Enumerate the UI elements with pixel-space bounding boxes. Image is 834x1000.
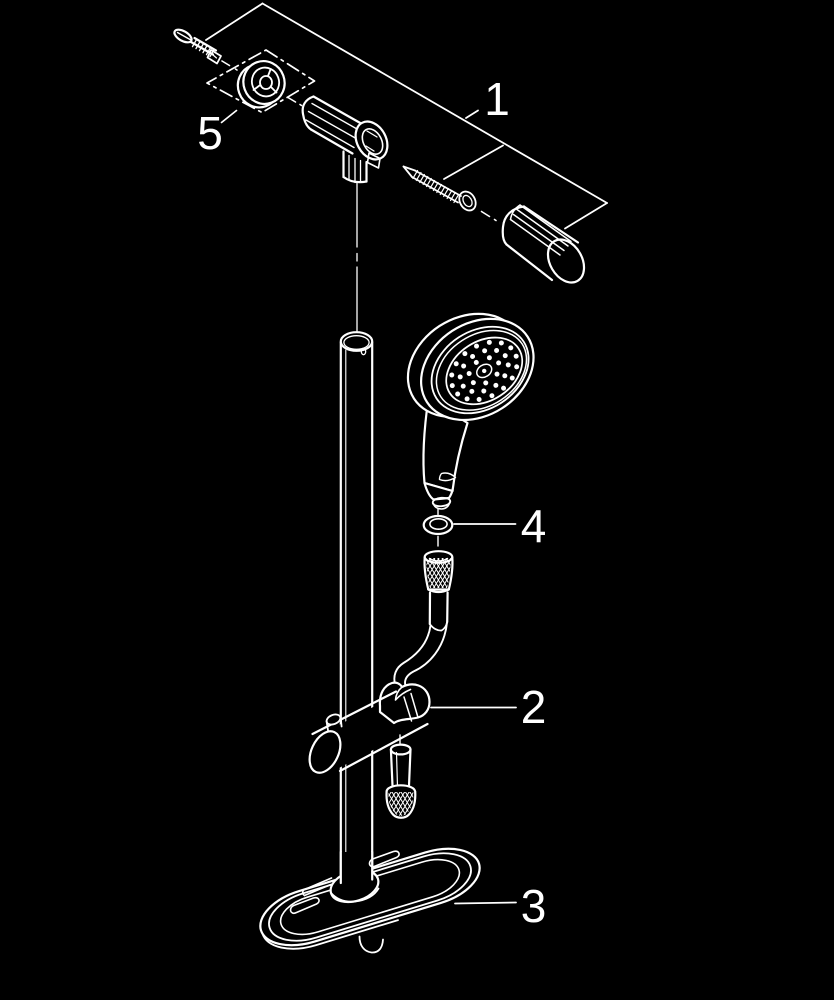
assembly-axis-dashes (221, 60, 303, 107)
fixing-screw-long (402, 165, 497, 222)
hand-shower-handle (422, 396, 469, 510)
screw-threads (191, 39, 215, 58)
tray-wall-edge (263, 895, 398, 959)
part-1-label: 1 (484, 73, 510, 125)
slide-rail (339, 331, 374, 879)
wall-bracket (301, 95, 389, 184)
spray-dial (476, 363, 493, 379)
holder-hook (378, 681, 431, 725)
group-1-plane (205, 2, 608, 230)
cover-sleeve (501, 204, 586, 284)
washer (422, 507, 454, 547)
wall-screw-small (173, 28, 222, 65)
label-1-tick (465, 109, 479, 119)
part-2-label: 2 (521, 681, 547, 733)
glide-holder (308, 681, 431, 774)
escutcheon-rosette (236, 60, 286, 109)
part-5-label: 5 (197, 107, 223, 159)
tray-slot (368, 850, 400, 868)
group-5-box (206, 49, 316, 124)
tray-tab (358, 935, 384, 954)
shower-hose (393, 621, 448, 687)
handle-detail (438, 472, 457, 482)
part-3-label: 3 (521, 880, 547, 932)
locking-plug (385, 734, 417, 819)
tray-slot (289, 896, 320, 915)
label-3-leader (454, 901, 517, 905)
label-5-leader (220, 109, 238, 124)
hose-nut (423, 550, 454, 632)
part-4-label: 4 (521, 500, 547, 552)
screw-threads (412, 169, 460, 204)
plane-step-edge (443, 144, 504, 180)
soap-tray (253, 838, 488, 959)
spray-nozzle-dots (449, 339, 520, 402)
